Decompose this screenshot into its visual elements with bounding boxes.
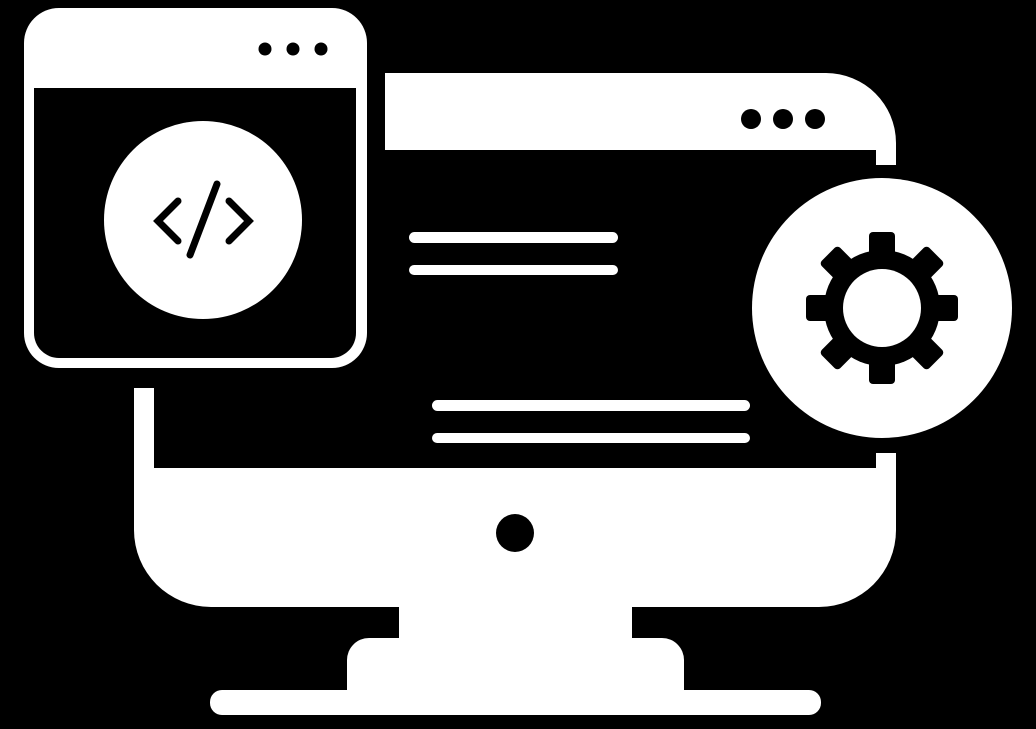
monitor-foot xyxy=(210,690,821,715)
monitor-base xyxy=(347,638,684,692)
monitor-left-bezel xyxy=(134,388,154,470)
code-icon xyxy=(153,180,254,259)
power-button-icon xyxy=(496,514,534,552)
monitor xyxy=(134,73,896,715)
dot-icon xyxy=(286,42,300,56)
text-line xyxy=(409,232,618,243)
dot-icon xyxy=(258,42,272,56)
text-line xyxy=(432,400,750,411)
monitor-top-bar xyxy=(385,73,896,165)
monitor-window-dots xyxy=(741,109,825,129)
text-line xyxy=(432,433,750,443)
screen-text-lines xyxy=(409,232,750,443)
code-window xyxy=(24,8,367,368)
text-line xyxy=(409,265,618,275)
gear-badge xyxy=(752,178,1012,438)
code-window-dots xyxy=(258,42,328,56)
dot-icon xyxy=(741,109,761,129)
monitor-right-bezel xyxy=(876,453,896,470)
dot-icon xyxy=(805,109,825,129)
dot-icon xyxy=(314,42,328,56)
dot-icon xyxy=(773,109,793,129)
gear-icon xyxy=(806,232,958,384)
monitor-neck xyxy=(399,605,632,641)
